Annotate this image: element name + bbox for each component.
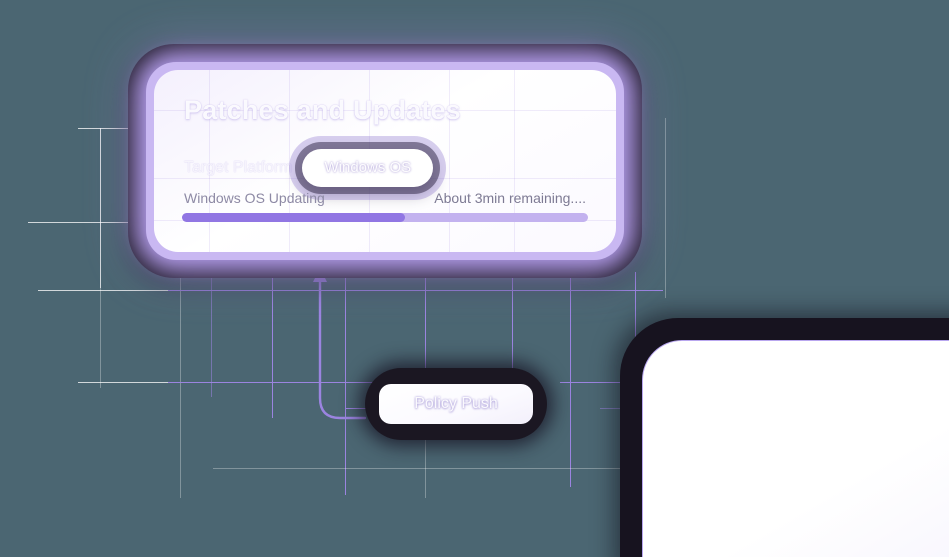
guide-line-horizontal [78,382,378,383]
guide-line-vertical [100,128,101,288]
guide-line-vertical [180,272,181,498]
update-status-text: Windows OS Updating [184,190,325,206]
patches-and-updates-card: Patches and Updates Target Platform Wind… [128,44,642,278]
target-platform-row: Target Platform Windows OS [184,148,586,188]
target-platform-select[interactable]: Windows OS [302,148,434,187]
guide-line-horizontal [213,468,663,469]
guide-line-vertical [425,440,426,498]
policy-push-button[interactable]: Policy Push [379,384,533,424]
guide-line-horizontal [38,290,168,291]
update-progress-bar [182,213,588,222]
guide-line-horizontal [168,290,663,291]
policy-push-label: Policy Push [414,395,498,412]
guide-line-vertical [211,272,212,397]
guide-line-vertical [665,118,666,298]
update-progress-fill [182,213,406,222]
card-screen: Patches and Updates Target Platform Wind… [154,70,616,252]
secondary-card-frame [620,318,949,557]
guide-line-vertical [272,272,273,418]
guide-line-vertical [570,272,571,487]
page-title: Patches and Updates [184,95,461,125]
guide-line-horizontal [168,382,378,383]
policy-push-button-frame: Policy Push [365,368,547,440]
secondary-card-surface [642,340,949,557]
target-platform-label: Target Platform [184,158,293,176]
time-remaining-text: About 3min remaining.... [434,190,586,206]
guide-line-vertical [100,288,101,388]
update-status-row: Windows OS Updating About 3min remaining… [184,190,586,206]
